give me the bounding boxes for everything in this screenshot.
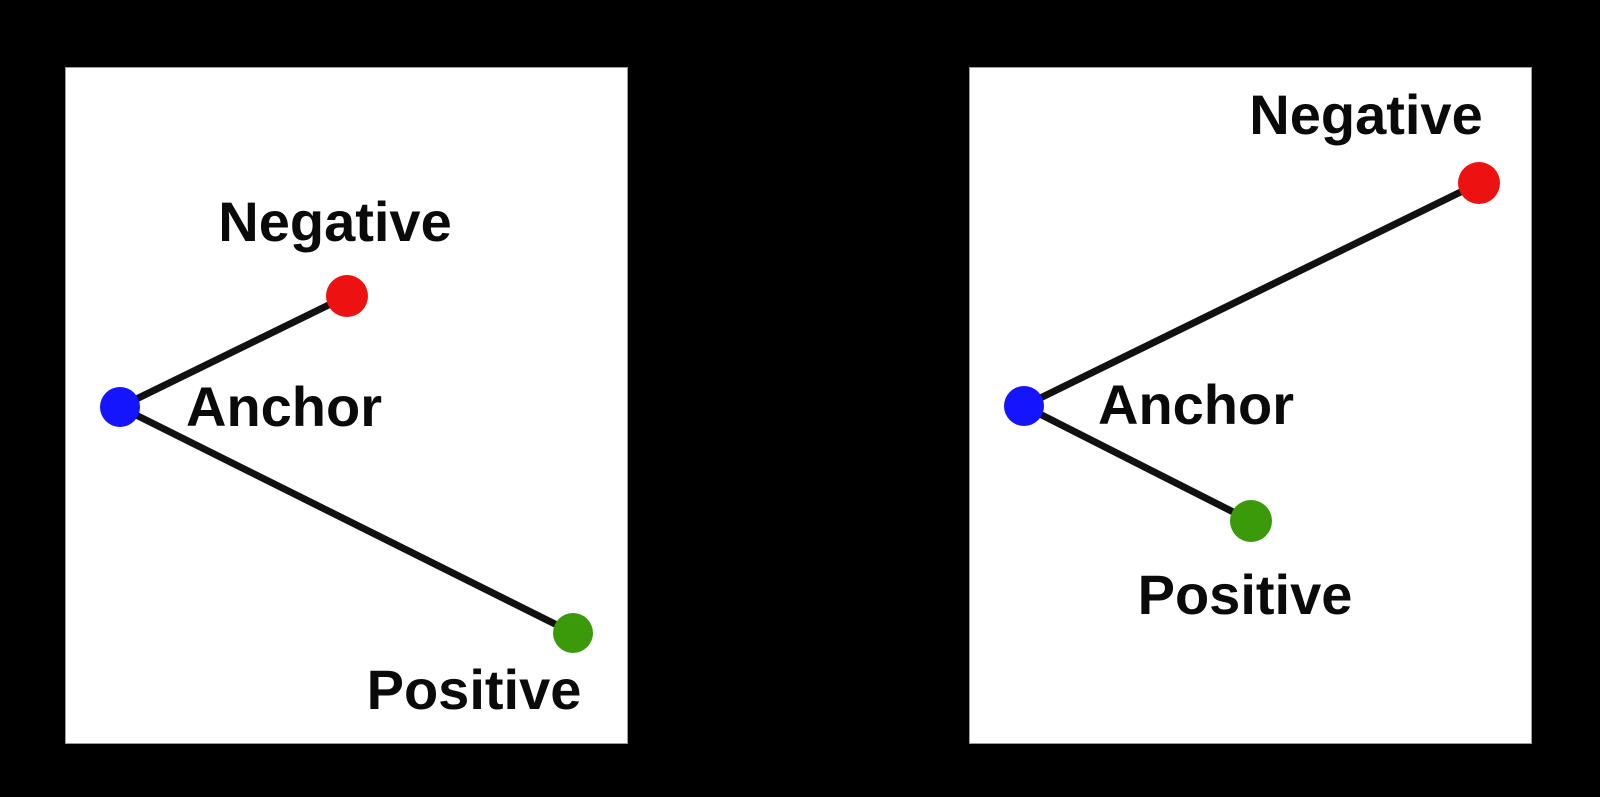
left-panel: Negative Anchor Positive	[65, 67, 628, 744]
negative-label: Negative	[1249, 83, 1483, 146]
negative-point	[326, 275, 368, 317]
positive-point	[1230, 500, 1272, 542]
negative-label: Negative	[218, 190, 452, 253]
anchor-label: Anchor	[186, 375, 382, 438]
anchor-point	[1004, 386, 1044, 426]
right-panel-graph	[1004, 162, 1500, 542]
anchor-negative-edge	[118, 292, 349, 411]
positive-label: Positive	[1137, 563, 1353, 626]
anchor-negative-edge	[1022, 179, 1481, 410]
anchor-label: Anchor	[1098, 373, 1294, 436]
positive-point	[553, 613, 593, 653]
left-panel-graph	[100, 275, 593, 653]
anchor-point	[100, 387, 140, 427]
right-panel: Negative Anchor Positive	[969, 67, 1532, 744]
anchor-positive-edge	[118, 403, 575, 637]
positive-label: Positive	[366, 658, 582, 721]
anchor-positive-edge	[1022, 402, 1253, 525]
negative-point	[1458, 162, 1500, 204]
